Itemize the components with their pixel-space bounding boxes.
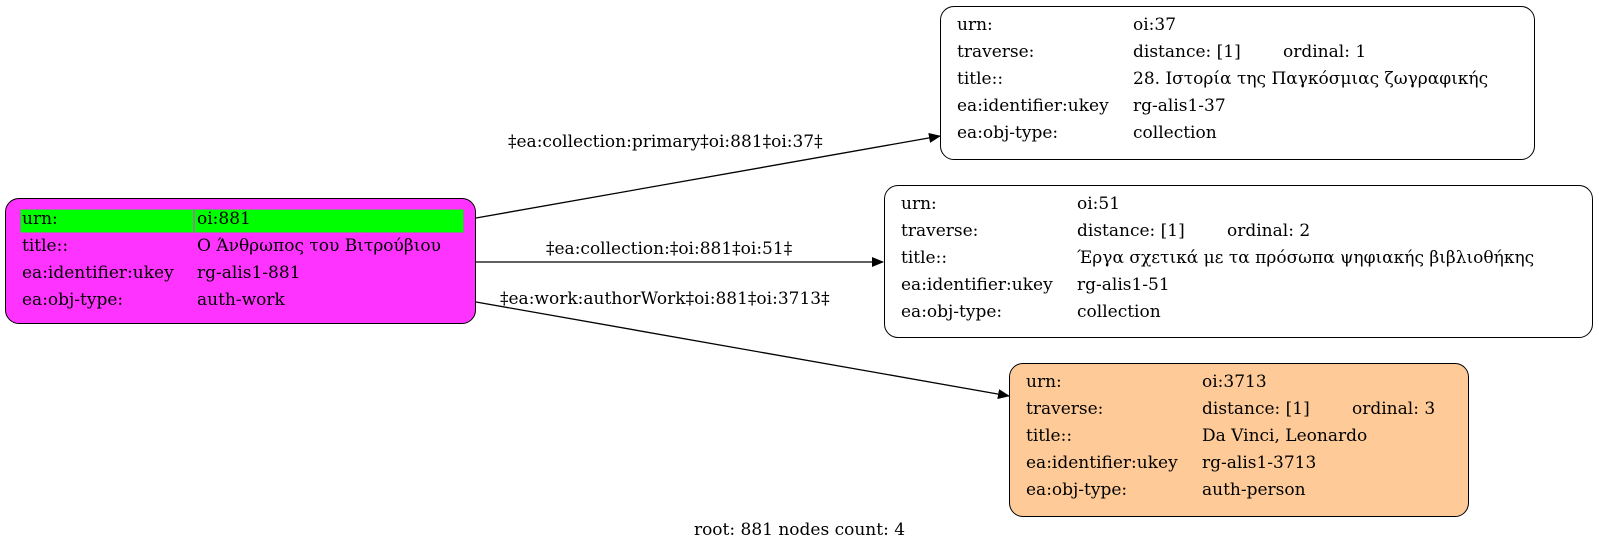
row-value: 28. Ιστορία της Παγκόσμιας ζωγραφικής xyxy=(1133,69,1489,89)
node-row-traverse: traverse: distance: [1] ordinal: 2 xyxy=(885,218,1592,245)
edge-label: ‡ea:collection:primary‡oi:881‡oi:37‡ xyxy=(508,132,823,152)
row-value: Da Vinci, Leonardo xyxy=(1202,426,1368,446)
row-key: traverse: xyxy=(957,42,1035,62)
row-key: traverse: xyxy=(1026,399,1104,419)
row-key: title:: xyxy=(22,236,69,256)
row-value: oi:51 xyxy=(1077,194,1121,214)
traverse-distance: distance: [1] xyxy=(1133,42,1241,62)
node-row-title: title:: Έργα σχετικά με τα πρόσωπα ψηφια… xyxy=(885,245,1592,272)
row-key: ea:obj-type: xyxy=(1026,480,1128,500)
node-row-ukey: ea:identifier:ukey rg-alis1-51 xyxy=(885,272,1592,299)
row-value: collection xyxy=(1077,302,1161,322)
graph-footer: root: 881 nodes count: 4 xyxy=(693,520,906,540)
node-row-type: ea:obj-type: auth-person xyxy=(1010,477,1468,504)
edge-author-work: ‡ea:work:authorWork‡oi:881‡oi:3713‡ xyxy=(475,289,1010,400)
row-value: rg-alis1-37 xyxy=(1133,96,1226,116)
row-value: oi:37 xyxy=(1133,15,1177,35)
node-row-type: ea:obj-type: collection xyxy=(885,299,1592,326)
traverse-ordinal: ordinal: 1 xyxy=(1283,42,1367,62)
node-row-urn: urn: oi:881 xyxy=(6,206,475,233)
node-row-urn: urn: oi:37 xyxy=(941,12,1534,39)
urn-key-highlight xyxy=(20,209,194,233)
row-key: urn: xyxy=(22,209,58,229)
node-row-ukey: ea:identifier:ukey rg-alis1-3713 xyxy=(1010,450,1468,477)
node-row-ukey: ea:identifier:ukey rg-alis1-37 xyxy=(941,93,1534,120)
traverse-distance: distance: [1] xyxy=(1077,221,1185,241)
row-key: title:: xyxy=(957,69,1004,89)
row-key: urn: xyxy=(901,194,937,214)
row-value: rg-alis1-3713 xyxy=(1202,453,1317,473)
row-key: ea:obj-type: xyxy=(901,302,1003,322)
row-key: ea:identifier:ukey xyxy=(901,275,1053,295)
edge-label: ‡ea:work:authorWork‡oi:881‡oi:3713‡ xyxy=(500,289,830,309)
row-value: Ο Άνθρωπος του Βιτρούβιου xyxy=(197,236,441,256)
target-node-oi-3713[interactable]: urn: oi:3713 traverse: distance: [1] ord… xyxy=(1009,363,1469,517)
traverse-distance: distance: [1] xyxy=(1202,399,1310,419)
root-node[interactable]: urn: oi:881 title:: Ο Άνθρωπος του Βιτρο… xyxy=(5,198,476,324)
row-key: ea:identifier:ukey xyxy=(1026,453,1178,473)
row-key: title:: xyxy=(901,248,948,268)
row-key: ea:identifier:ukey xyxy=(957,96,1109,116)
edge-label: ‡ea:collection:‡oi:881‡oi:51‡ xyxy=(546,239,793,259)
urn-value-highlight xyxy=(194,209,464,233)
traverse-ordinal: ordinal: 3 xyxy=(1352,399,1436,419)
node-row-urn: urn: oi:51 xyxy=(885,191,1592,218)
node-row-title: title:: Ο Άνθρωπος του Βιτρούβιου xyxy=(6,233,475,260)
row-value: oi:3713 xyxy=(1202,372,1267,392)
row-key: urn: xyxy=(1026,372,1062,392)
row-key: title:: xyxy=(1026,426,1073,446)
row-key: ea:obj-type: xyxy=(22,290,124,310)
edge-primary-collection: ‡ea:collection:primary‡oi:881‡oi:37‡ xyxy=(475,132,941,219)
row-value: Έργα σχετικά με τα πρόσωπα ψηφιακής βιβλ… xyxy=(1077,248,1535,268)
node-row-type: ea:obj-type: auth-work xyxy=(6,287,475,314)
row-value: oi:881 xyxy=(197,209,251,229)
row-value: rg-alis1-881 xyxy=(197,263,301,283)
node-row-urn: urn: oi:3713 xyxy=(1010,369,1468,396)
row-value: auth-work xyxy=(197,290,285,310)
node-row-ukey: ea:identifier:ukey rg-alis1-881 xyxy=(6,260,475,287)
row-key: ea:identifier:ukey xyxy=(22,263,174,283)
node-row-title: title:: Da Vinci, Leonardo xyxy=(1010,423,1468,450)
row-key: ea:obj-type: xyxy=(957,123,1059,143)
target-node-oi-37[interactable]: urn: oi:37 traverse: distance: [1] ordin… xyxy=(940,6,1535,160)
row-value: auth-person xyxy=(1202,480,1306,500)
row-value: collection xyxy=(1133,123,1217,143)
node-row-traverse: traverse: distance: [1] ordinal: 3 xyxy=(1010,396,1468,423)
target-node-oi-51[interactable]: urn: oi:51 traverse: distance: [1] ordin… xyxy=(884,185,1593,338)
node-row-traverse: traverse: distance: [1] ordinal: 1 xyxy=(941,39,1534,66)
node-row-title: title:: 28. Ιστορία της Παγκόσμιας ζωγρα… xyxy=(941,66,1534,93)
edge-collection: ‡ea:collection:‡oi:881‡oi:51‡ xyxy=(476,239,884,267)
traverse-ordinal: ordinal: 2 xyxy=(1227,221,1311,241)
node-row-type: ea:obj-type: collection xyxy=(941,120,1534,147)
row-value: rg-alis1-51 xyxy=(1077,275,1170,295)
row-key: urn: xyxy=(957,15,993,35)
row-key: traverse: xyxy=(901,221,979,241)
